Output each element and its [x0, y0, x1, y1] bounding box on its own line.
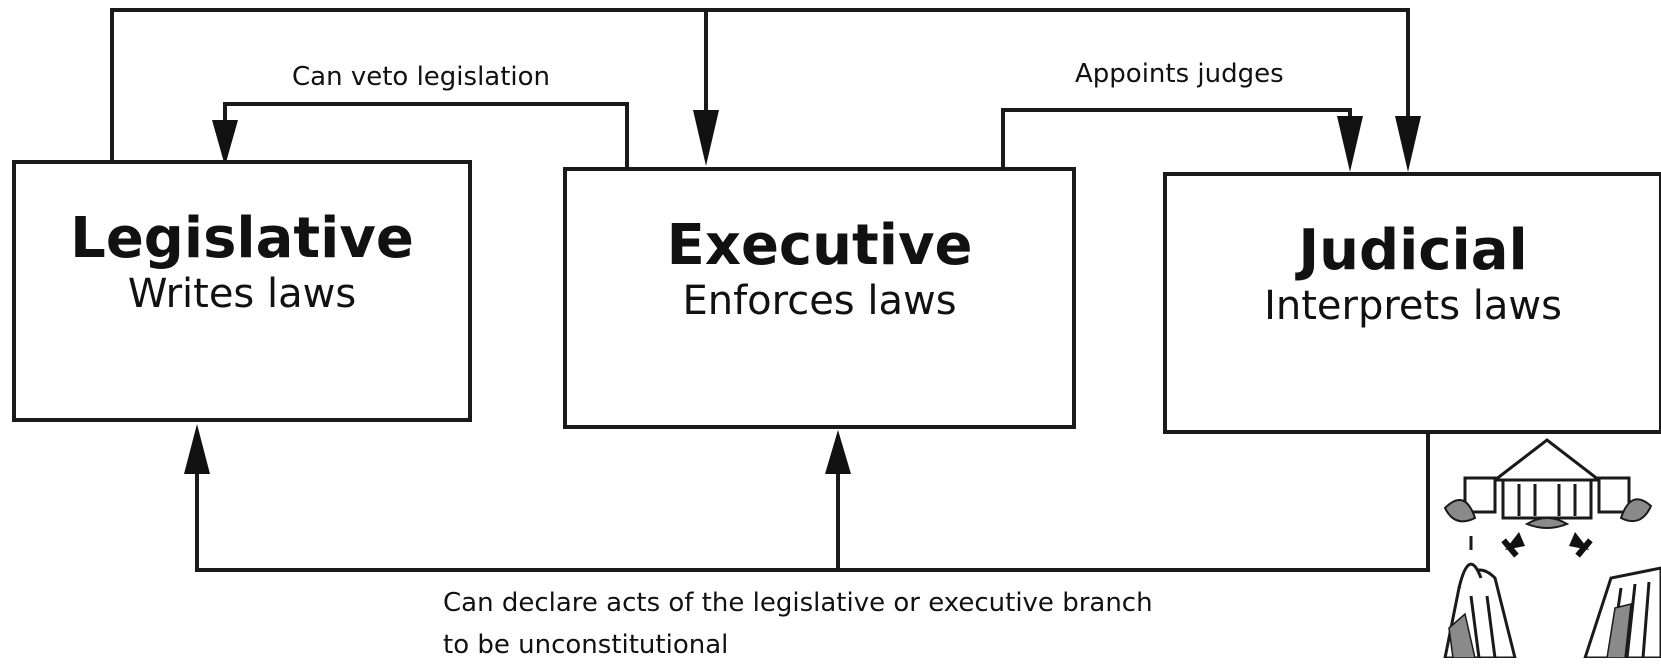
judicial-box: Judicial Interprets laws — [1163, 172, 1661, 434]
arrow-into-executive — [693, 110, 719, 166]
veto-line — [223, 102, 629, 167]
judicial-review-label-line-1: Can declare acts of the legislative or e… — [443, 588, 1153, 618]
veto-label: Can veto legislation — [292, 62, 551, 92]
arrow-into-judicial-appoint — [1337, 116, 1363, 172]
appoint-judges-label: Appoints judges — [1075, 59, 1284, 89]
judicial-title: Judicial — [1298, 218, 1528, 283]
legislative-subtitle: Writes laws — [127, 271, 357, 317]
executive-title: Executive — [666, 213, 973, 278]
arrow-up-to-legislative — [184, 424, 210, 474]
judicial-review-line — [195, 434, 1430, 572]
appoint-line — [1001, 108, 1352, 167]
government-buildings-icon — [1443, 438, 1661, 658]
arrow-into-judicial — [1395, 116, 1421, 172]
legislative-to-others-line — [110, 8, 1410, 160]
judicial-subtitle: Interprets laws — [1264, 283, 1562, 329]
legislative-title: Legislative — [70, 206, 414, 271]
executive-subtitle: Enforces laws — [682, 278, 957, 324]
judicial-review-label-line-2: to be unconstitutional — [443, 630, 729, 660]
arrow-into-legislative — [212, 120, 238, 166]
judicial-review-label: Can declare acts of the legislative or e… — [443, 582, 1153, 666]
arrow-up-to-executive — [825, 430, 851, 474]
executive-box: Executive Enforces laws — [563, 167, 1076, 429]
legislative-box: Legislative Writes laws — [12, 160, 472, 422]
